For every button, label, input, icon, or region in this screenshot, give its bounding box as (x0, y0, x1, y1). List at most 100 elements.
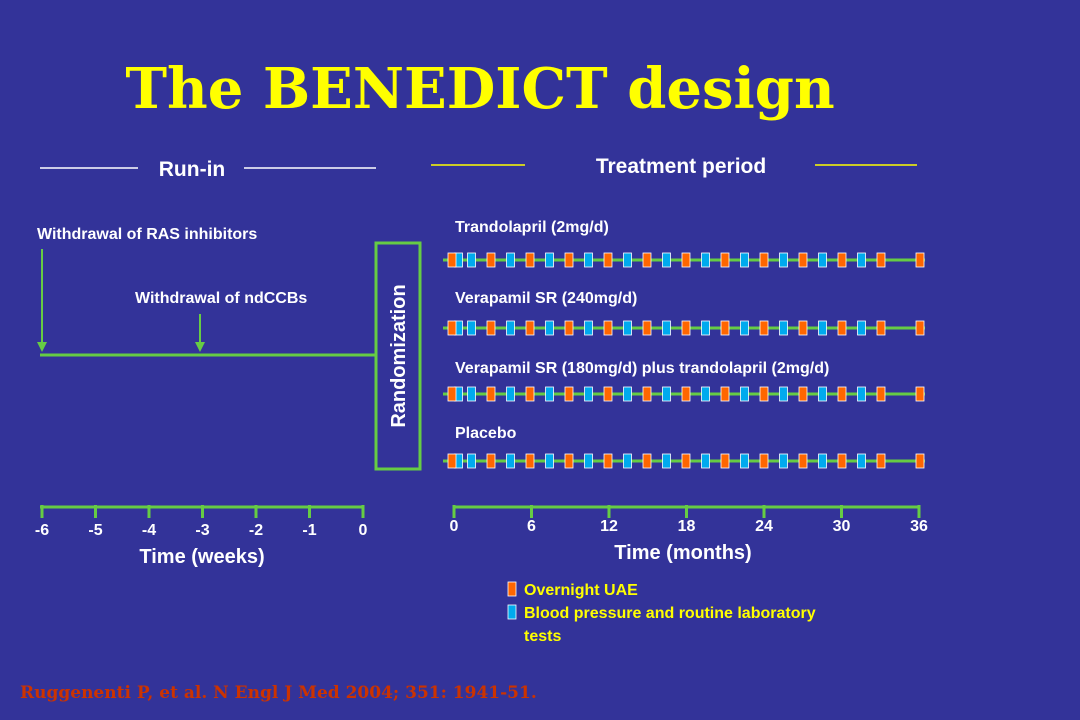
weeks-axis-label: Time (weeks) (139, 546, 264, 568)
withdrawal-ndccb-label: Withdrawal of ndCCBs (135, 290, 307, 307)
runin-header: Run-in (159, 158, 225, 181)
bp-marker-combination-6 (662, 386, 671, 402)
bp-marker-verapamil-2 (506, 320, 515, 336)
bp-marker-combination-7 (701, 386, 710, 402)
uae-marker-combination-7 (720, 386, 730, 402)
bp-marker-trandolapril-10 (818, 252, 827, 268)
bp-marker-verapamil-3 (545, 320, 554, 336)
uae-marker-trandolapril-3 (564, 252, 574, 268)
uae-marker-verapamil-7 (720, 320, 730, 336)
arm-markers-verapamil (447, 320, 925, 336)
bp-marker-trandolapril-9 (779, 252, 788, 268)
uae-marker-combination-3 (564, 386, 574, 402)
bp-marker-placebo-9 (779, 453, 788, 469)
bp-marker-combination-10 (818, 386, 827, 402)
bp-marker-trandolapril-2 (506, 252, 515, 268)
months-tick-label-0: 0 (450, 518, 459, 535)
uae-marker-trandolapril-1 (486, 252, 496, 268)
uae-marker-verapamil-3 (564, 320, 574, 336)
uae-marker-combination-12 (915, 386, 925, 402)
uae-marker-trandolapril-6 (681, 252, 691, 268)
months-tick-label-1: 6 (527, 518, 536, 535)
uae-marker-trandolapril-0 (447, 252, 457, 268)
uae-marker-placebo-5 (642, 453, 652, 469)
uae-marker-combination-9 (798, 386, 808, 402)
uae-marker-verapamil-6 (681, 320, 691, 336)
bp-marker-trandolapril-7 (701, 252, 710, 268)
legend-uae-swatch (507, 581, 517, 597)
uae-marker-trandolapril-4 (603, 252, 613, 268)
months-tick-label-6: 36 (910, 518, 928, 535)
bp-marker-placebo-11 (857, 453, 866, 469)
uae-marker-combination-0 (447, 386, 457, 402)
bp-marker-combination-11 (857, 386, 866, 402)
months-tick-label-3: 18 (678, 518, 696, 535)
uae-marker-placebo-2 (525, 453, 535, 469)
uae-marker-placebo-1 (486, 453, 496, 469)
uae-marker-placebo-9 (798, 453, 808, 469)
bp-marker-combination-2 (506, 386, 515, 402)
uae-marker-combination-5 (642, 386, 652, 402)
uae-marker-trandolapril-10 (837, 252, 847, 268)
uae-marker-placebo-3 (564, 453, 574, 469)
withdrawal-ras-label: Withdrawal of RAS inhibitors (37, 226, 257, 243)
weeks-tick-label-1: -5 (88, 522, 102, 539)
bp-marker-verapamil-11 (857, 320, 866, 336)
weeks-tick-label-3: -3 (195, 522, 209, 539)
withdrawal-ras-arrowhead (37, 342, 47, 352)
weeks-tick-label-2: -4 (142, 522, 156, 539)
bp-marker-combination-4 (584, 386, 593, 402)
uae-marker-verapamil-8 (759, 320, 769, 336)
uae-marker-placebo-11 (876, 453, 886, 469)
months-axis-label: Time (months) (614, 542, 751, 564)
months-tick-label-4: 24 (755, 518, 773, 535)
uae-marker-verapamil-9 (798, 320, 808, 336)
uae-marker-verapamil-5 (642, 320, 652, 336)
bp-marker-combination-5 (623, 386, 632, 402)
bp-marker-trandolapril-4 (584, 252, 593, 268)
bp-marker-placebo-4 (584, 453, 593, 469)
bp-marker-combination-8 (740, 386, 749, 402)
uae-marker-combination-4 (603, 386, 613, 402)
bp-marker-verapamil-5 (623, 320, 632, 336)
uae-marker-verapamil-11 (876, 320, 886, 336)
slide-title: The BENEDICT design (125, 56, 834, 122)
legend-uae-label: Overnight UAE (524, 582, 638, 599)
uae-marker-placebo-8 (759, 453, 769, 469)
uae-marker-combination-1 (486, 386, 496, 402)
withdrawal-ndccb-arrowhead (195, 342, 205, 352)
months-tick-label-2: 12 (600, 518, 618, 535)
bp-marker-placebo-5 (623, 453, 632, 469)
weeks-tick-label-0: -6 (35, 522, 49, 539)
legend-bp-swatch (507, 604, 517, 620)
bp-marker-verapamil-1 (467, 320, 476, 336)
uae-marker-verapamil-12 (915, 320, 925, 336)
uae-marker-placebo-7 (720, 453, 730, 469)
uae-marker-verapamil-0 (447, 320, 457, 336)
weeks-tick-label-5: -1 (302, 522, 316, 539)
randomization-label: Randomization (388, 284, 410, 427)
bp-marker-verapamil-4 (584, 320, 593, 336)
uae-marker-verapamil-4 (603, 320, 613, 336)
uae-marker-placebo-6 (681, 453, 691, 469)
bp-marker-trandolapril-6 (662, 252, 671, 268)
bp-marker-trandolapril-1 (467, 252, 476, 268)
bp-marker-placebo-2 (506, 453, 515, 469)
bp-marker-verapamil-8 (740, 320, 749, 336)
arm-label-verapamil: Verapamil SR (240mg/d) (455, 290, 637, 307)
bp-marker-placebo-6 (662, 453, 671, 469)
uae-marker-combination-6 (681, 386, 691, 402)
uae-marker-combination-11 (876, 386, 886, 402)
bp-marker-trandolapril-3 (545, 252, 554, 268)
bp-marker-placebo-8 (740, 453, 749, 469)
treatment-header: Treatment period (596, 155, 766, 178)
bp-marker-placebo-1 (467, 453, 476, 469)
uae-marker-verapamil-2 (525, 320, 535, 336)
citation: Ruggenenti P, et al. N Engl J Med 2004; … (20, 683, 537, 703)
bp-marker-placebo-3 (545, 453, 554, 469)
uae-marker-combination-10 (837, 386, 847, 402)
bp-marker-combination-1 (467, 386, 476, 402)
